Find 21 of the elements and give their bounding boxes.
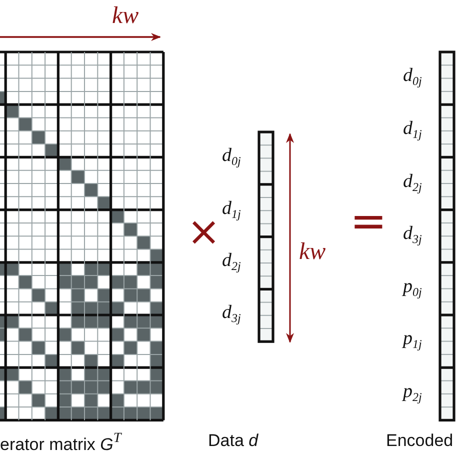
- dimension-label: kw: [112, 4, 139, 28]
- vector-column-drawing: [258, 130, 274, 343]
- vector-entry-label: p$_{0j}$: [403, 276, 422, 298]
- vector-column-drawing: [438, 50, 456, 422]
- vector-entry-label: p$_{2j}$: [403, 382, 422, 403]
- vector-entry-label: d$_{1j}$: [403, 118, 422, 140]
- vector-entry-label: d$_{3j}$: [403, 224, 422, 246]
- vector-entry-label: p$_{1j}$: [403, 329, 422, 350]
- caption: Data d: [208, 430, 258, 452]
- caption: Encoded: [386, 430, 454, 452]
- dimension-label: kw: [299, 240, 326, 264]
- vector-entry-label: d$_{3j}$: [222, 303, 241, 324]
- vector-entry-label: d$_{2j}$: [403, 172, 422, 192]
- equals-sign: =: [350, 200, 387, 244]
- caption: erator matrix G$^{T}$: [0, 430, 122, 456]
- multiply-sign: ×: [187, 212, 221, 252]
- matrix-grid-drawing: [0, 50, 165, 422]
- vector-entry-label: d$_{0j}$: [403, 66, 422, 88]
- vector-entry-label: d$_{0j}$: [222, 146, 241, 168]
- vector-entry-label: d$_{2j}$: [222, 251, 241, 272]
- vector-entry-label: d$_{1j}$: [222, 198, 241, 220]
